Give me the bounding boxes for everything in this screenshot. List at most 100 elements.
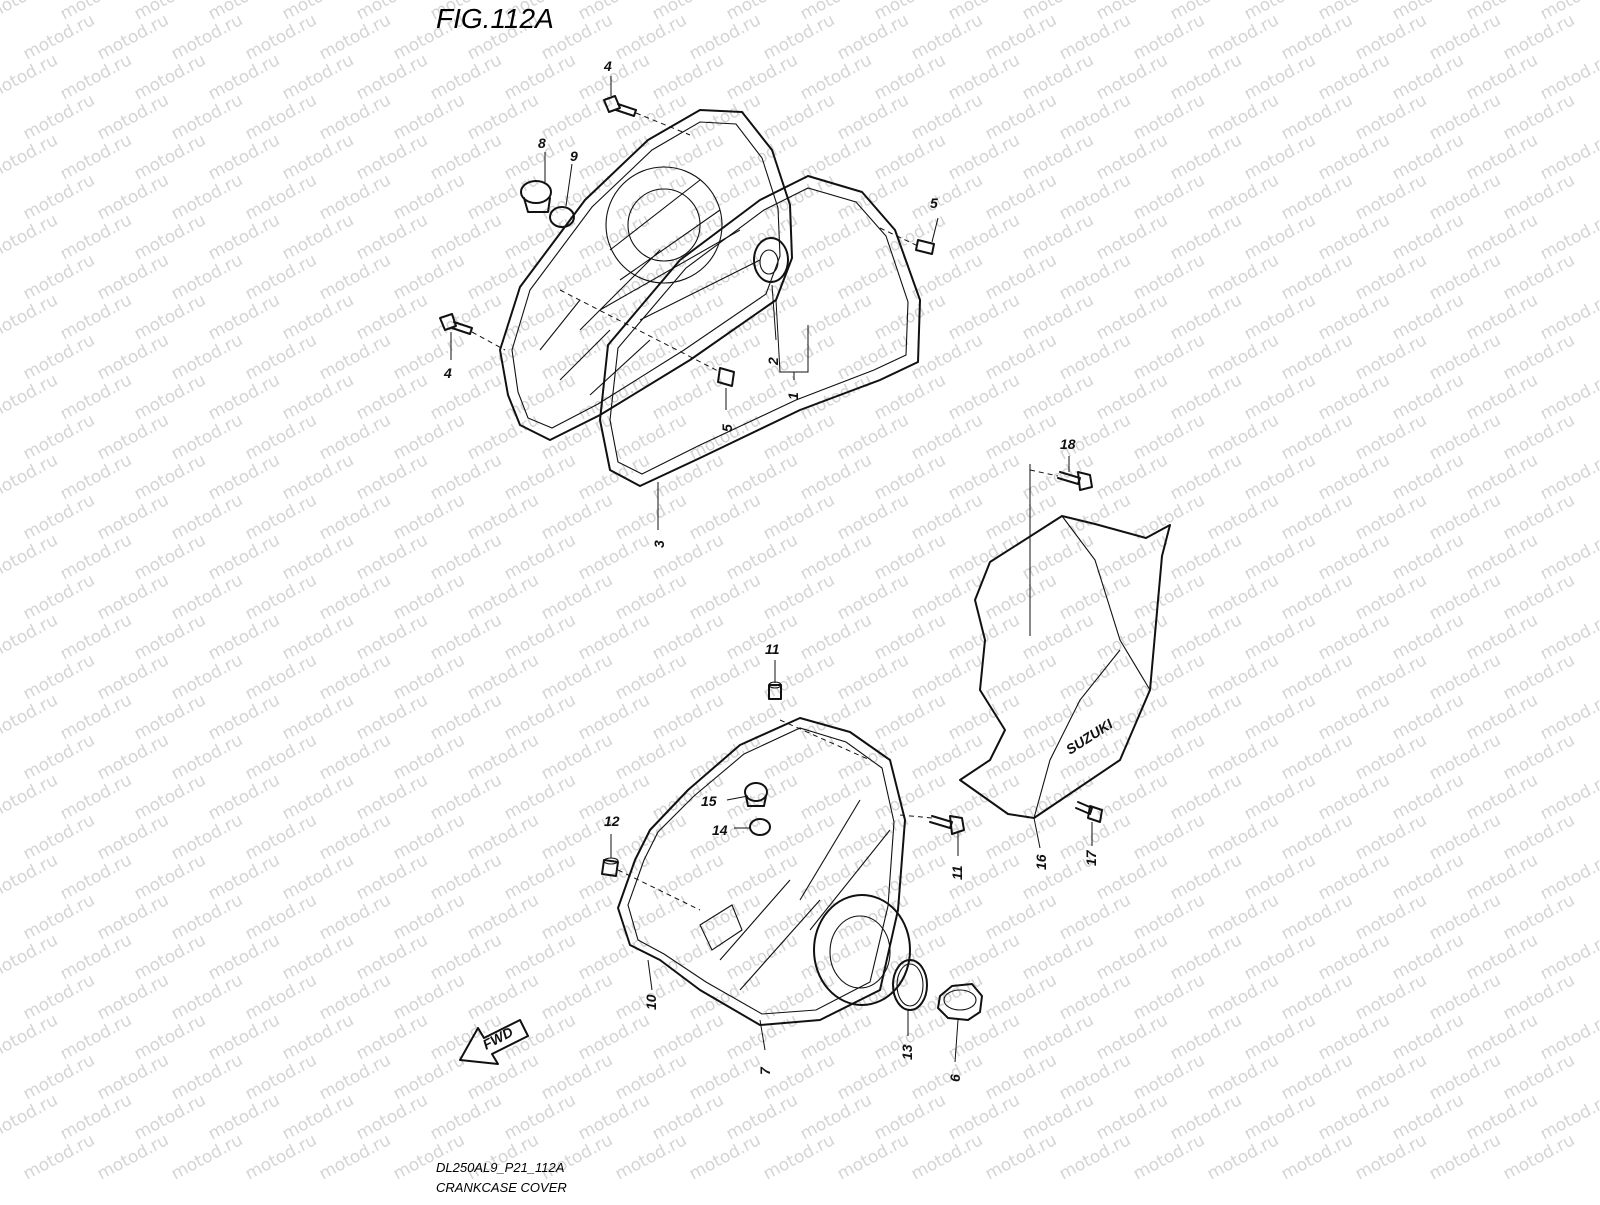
watermark-text: motod.ru [94,490,172,544]
callout-8: 7 [757,1066,773,1075]
watermark-text: motod.ru [57,1090,135,1144]
watermark-text: motod.ru [1241,850,1319,904]
watermark-text: motod.ru [1056,970,1134,1024]
watermark-text: motod.ru [1278,970,1356,1024]
watermark-text: motod.ru [353,1010,431,1064]
watermark-text: motod.ru [723,690,801,744]
watermark-text: motod.ru [1426,970,1504,1024]
watermark-text: motod.ru [57,210,135,264]
watermark-text: motod.ru [1463,530,1541,584]
watermark-text: motod.ru [427,690,505,744]
watermark-text: motod.ru [464,410,542,464]
watermark-text: motod.ru [390,410,468,464]
watermark-text: motod.ru [427,210,505,264]
watermark-text: motod.ru [1019,50,1097,104]
watermark-text: motod.ru [1167,50,1245,104]
watermark-text: motod.ru [1352,10,1430,64]
watermark-text: motod.ru [1500,10,1578,64]
watermark-text: motod.ru [353,210,431,264]
watermark-text: motod.ru [1204,970,1282,1024]
watermark-text: motod.ru [1056,890,1134,944]
watermark-text: motod.ru [834,170,912,224]
watermark-text: motod.ru [316,10,394,64]
watermark-text: motod.ru [1093,290,1171,344]
watermark-text: motod.ru [760,890,838,944]
watermark-text: motod.ru [1167,290,1245,344]
watermark-text: motod.ru [649,1090,727,1144]
watermark-text: motod.ru [760,1050,838,1104]
watermark-text: motod.ru [131,1090,209,1144]
watermark-text: motod.ru [612,10,690,64]
watermark-text: motod.ru [168,170,246,224]
watermark-text: motod.ru [797,930,875,984]
watermark-text: motod.ru [353,130,431,184]
watermark-text: motod.ru [390,1050,468,1104]
watermark-text: motod.ru [1093,370,1171,424]
watermark-text: motod.ru [1463,290,1541,344]
watermark-text: motod.ru [1056,10,1134,64]
watermark-text: motod.ru [0,0,61,24]
watermark-text: motod.ru [1352,970,1430,1024]
callout-16: 16 [1033,854,1049,870]
watermark-text: motod.ru [131,370,209,424]
watermark-text: motod.ru [242,10,320,64]
watermark-text: motod.ru [20,1050,98,1104]
watermark-text: motod.ru [871,690,949,744]
watermark-text: motod.ru [723,770,801,824]
watermark-text: motod.ru [1389,290,1467,344]
watermark-text: motod.ru [612,330,690,384]
watermark-text: motod.ru [1204,730,1282,784]
watermark-text: motod.ru [20,970,98,1024]
watermark-text: motod.ru [427,370,505,424]
watermark-text: motod.ru [1352,330,1430,384]
watermark-text: motod.ru [723,290,801,344]
watermark-text: motod.ru [464,890,542,944]
watermark-text: motod.ru [1130,330,1208,384]
watermark-text: motod.ru [1130,170,1208,224]
watermark-text: motod.ru [353,930,431,984]
watermark-text: motod.ru [1463,1010,1541,1064]
watermark-text: motod.ru [908,170,986,224]
callout-12: 14 [712,822,728,838]
watermark-text: motod.ru [131,770,209,824]
watermark-text: motod.ru [871,290,949,344]
watermark-text: motod.ru [538,490,616,544]
watermark-text: motod.ru [649,930,727,984]
generator-cover [617,717,911,1026]
watermark-text: motod.ru [723,1090,801,1144]
watermark-text: motod.ru [1278,570,1356,624]
watermark-text: motod.ru [982,730,1060,784]
watermark-text: motod.ru [316,410,394,464]
watermark-text: motod.ru [168,570,246,624]
watermark-text: motod.ru [649,130,727,184]
callout-3: 3 [651,540,667,548]
callout-5-lower: 5 [719,424,735,432]
watermark-text: motod.ru [1130,890,1208,944]
watermark-text: motod.ru [871,530,949,584]
watermark-text: motod.ru [1389,690,1467,744]
watermark-text: motod.ru [94,250,172,304]
watermark-text: motod.ru [1056,1130,1134,1184]
watermark-text: motod.ru [390,90,468,144]
watermark-text: motod.ru [57,450,135,504]
watermark-text: motod.ru [834,730,912,784]
watermark-text: motod.ru [1389,1010,1467,1064]
watermark-text: motod.ru [1204,1050,1282,1104]
watermark-text: motod.ru [1278,490,1356,544]
watermark-text: motod.ru [242,1130,320,1184]
watermark-text: motod.ru [686,410,764,464]
watermark-text: motod.ru [279,1010,357,1064]
watermark-text: motod.ru [464,570,542,624]
bolt-18 [1057,471,1093,491]
dowel-pin-5-right [915,239,935,255]
watermark-text: motod.ru [242,410,320,464]
watermark-text: motod.ru [205,1010,283,1064]
watermark-text: motod.ru [649,1010,727,1064]
watermark-text: motod.ru [538,250,616,304]
watermark-text: motod.ru [982,490,1060,544]
watermark-text: motod.ru [353,610,431,664]
watermark-text: motod.ru [1389,610,1467,664]
watermark-text: motod.ru [279,530,357,584]
o-ring-15 [892,959,928,1011]
watermark-text: motod.ru [575,690,653,744]
